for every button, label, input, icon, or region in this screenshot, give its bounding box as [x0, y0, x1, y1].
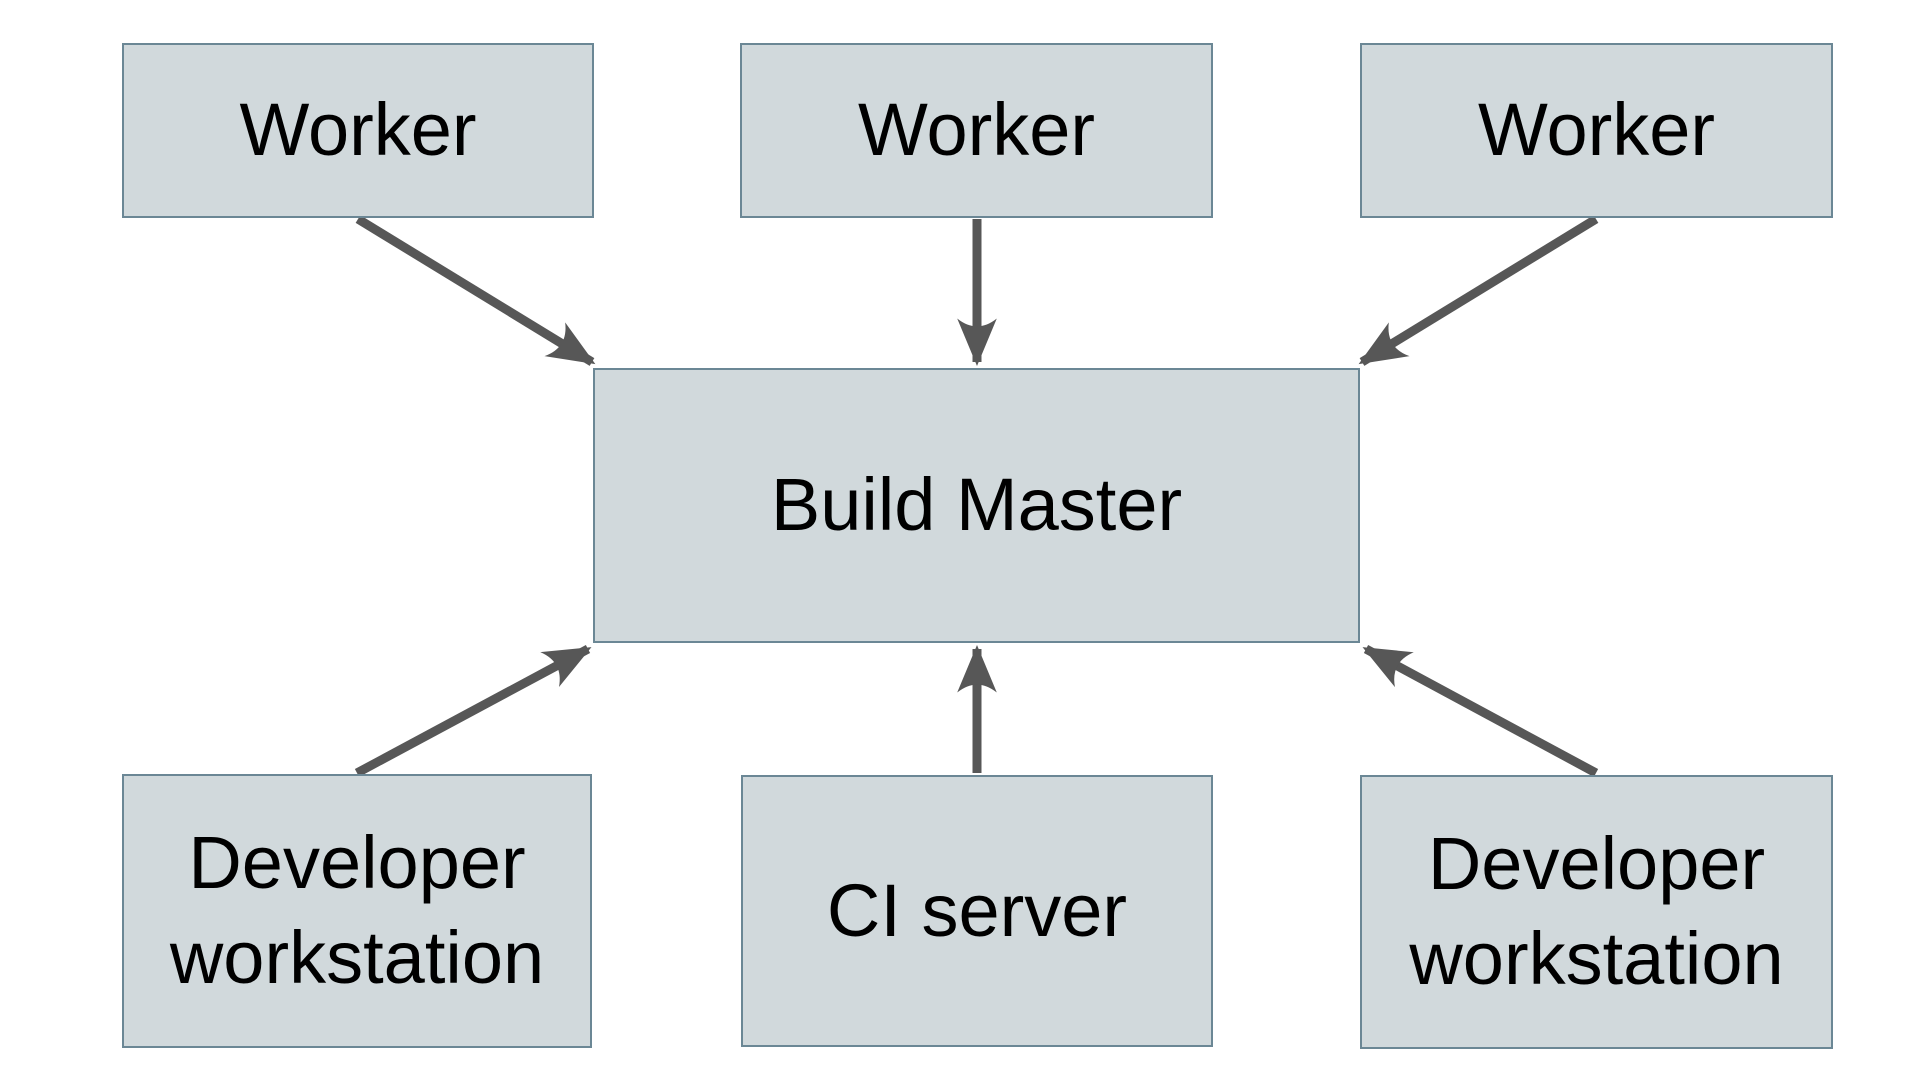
node-ci-server-label: CI server — [826, 868, 1128, 952]
node-worker-2-label: Worker — [857, 88, 1096, 172]
node-ci-server: CI server — [741, 775, 1213, 1047]
node-worker-1: Worker — [122, 43, 594, 218]
node-developer-workstation-right: Developer workstation — [1360, 775, 1833, 1049]
node-worker-1-label: Worker — [239, 88, 477, 172]
node-build-master: Build Master — [593, 368, 1360, 643]
edge-worker-3-to-build-master — [1358, 215, 1599, 366]
node-worker-3: Worker — [1360, 43, 1833, 218]
edge-worker-1-to-build-master — [355, 215, 596, 366]
edge-developer-workstation-left-to-build-master — [354, 645, 592, 777]
node-worker-2: Worker — [740, 43, 1213, 218]
edge-developer-workstation-right-to-build-master — [1362, 645, 1599, 777]
node-developer-workstation-right-label: Developer workstation — [1409, 822, 1784, 1000]
node-developer-workstation-left-label: Developer workstation — [169, 821, 545, 999]
node-developer-workstation-left: Developer workstation — [122, 774, 592, 1048]
node-worker-3-label: Worker — [1477, 88, 1716, 172]
node-build-master-label: Build Master — [770, 463, 1183, 547]
